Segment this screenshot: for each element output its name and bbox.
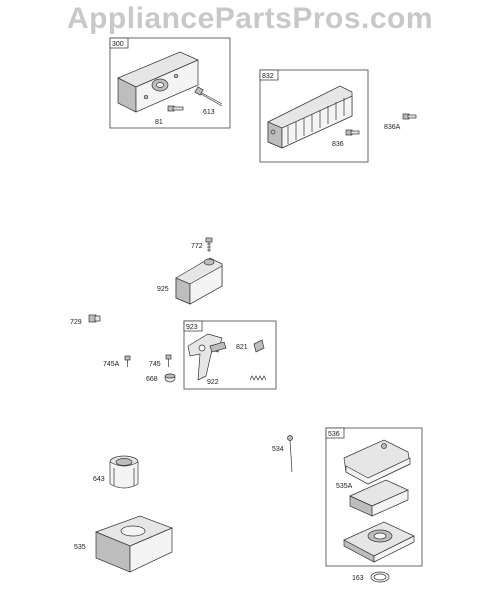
group-536-label: 536 [328,431,340,438]
air-cleaner-base-part[interactable] [343,521,415,563]
group-832: 832 836 [259,69,369,163]
screw-81-part[interactable] [167,105,184,112]
precleaner-535-part[interactable] [95,515,173,573]
screw-772-part[interactable] [205,237,213,252]
label-535: 535 [74,544,86,551]
group-300-frame [109,37,231,129]
gasket-163-part[interactable] [370,571,390,583]
control-bracket-part[interactable] [187,333,227,381]
group-923-label: 923 [186,324,198,331]
group-923: 923 821 922 [183,320,277,390]
adapter-643-part[interactable] [109,455,139,489]
group-300: 300 81 613 [109,37,231,129]
screw-745A-part[interactable] [124,355,131,367]
label-668: 668 [146,376,158,383]
air-cleaner-cover-part[interactable] [343,439,411,485]
label-643: 643 [93,476,105,483]
label-836: 836 [332,141,344,148]
group-536: 536 535A [325,427,423,567]
part-729[interactable] [88,314,101,323]
muffler-part[interactable] [117,51,199,113]
label-922: 922 [207,379,219,386]
label-836A: 836A [384,124,401,131]
group-832-tag [259,69,279,81]
fuel-tank-925-part[interactable] [175,257,223,305]
group-300-label: 300 [112,41,124,48]
filter-535A-part[interactable] [349,479,409,517]
label-613: 613 [203,109,215,116]
screw-745-part[interactable] [165,354,172,367]
label-772: 772 [191,243,203,250]
group-923-frame [183,320,277,390]
label-81: 81 [155,119,163,126]
group-536-tag [325,427,345,439]
watermark-logo: AppliancePartsPros.com [66,2,434,35]
label-821: 821 [236,344,248,351]
label-729: 729 [70,319,82,326]
muffler-guard-part[interactable] [267,85,353,149]
label-534: 534 [272,446,284,453]
screw-836A-part[interactable] [402,113,417,120]
group-832-frame [259,69,369,163]
clip-821-part[interactable] [253,339,265,353]
group-923-tag [183,320,203,332]
nut-668-part[interactable] [164,373,176,383]
label-745: 745 [149,361,161,368]
label-745A: 745A [103,361,120,368]
label-535A: 535A [336,483,353,490]
group-536-frame [325,427,423,567]
label-925: 925 [157,286,169,293]
label-163: 163 [352,575,364,582]
screw-613-part[interactable] [194,86,223,107]
spring-922-part[interactable] [249,375,267,381]
bolt-534-part[interactable] [287,435,293,473]
group-300-tag [109,37,129,49]
screw-836-part[interactable] [345,129,360,136]
group-832-label: 832 [262,73,274,80]
